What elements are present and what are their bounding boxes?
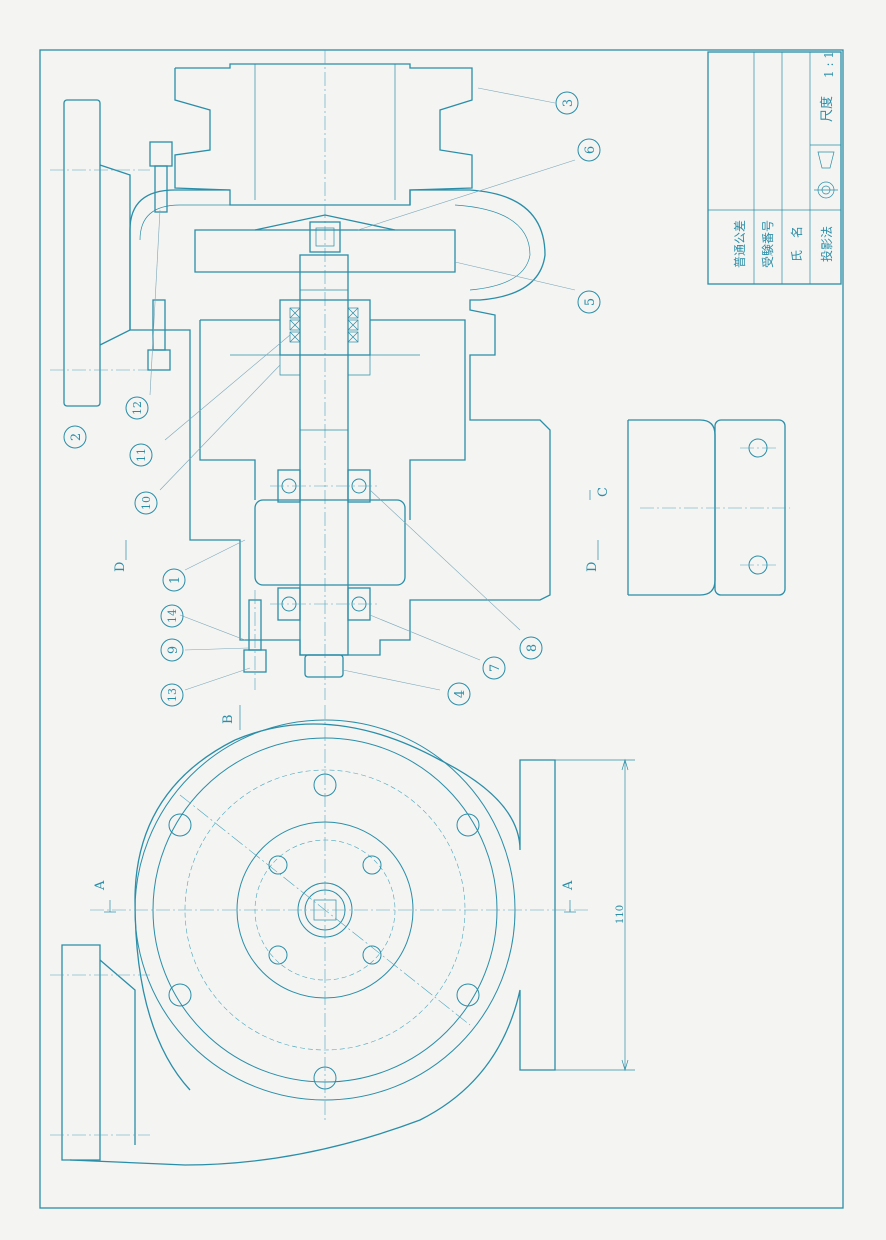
svg-text:D: D [113,562,128,572]
balloon-8: 8 [519,636,543,660]
scale-value: 1 : 1 [822,51,836,78]
title-block: 尺度 1 : 1 投影法 氏 名 受験番号 普通公差 [707,51,842,285]
section-mark-d-right: D [585,540,600,572]
name-label: 氏 名 [789,226,804,262]
leader-lines [149,87,576,691]
svg-text:11: 11 [135,448,148,462]
section-mark-b: B [221,705,241,730]
svg-text:9: 9 [166,646,181,654]
balloon-12: 12 [125,396,149,420]
balloon-10: 10 [134,491,158,515]
tolerance-label: 普通公差 [733,220,747,268]
svg-text:C: C [596,487,611,497]
svg-text:4: 4 [453,690,468,698]
svg-text:1: 1 [168,576,183,584]
balloon-5: 5 [577,290,601,314]
balloon-7: 7 [482,656,506,680]
section-mark-a-right: A [561,880,576,913]
svg-text:B: B [221,714,236,724]
balloon-3: 3 [555,91,579,115]
front-view: 110 [50,705,635,1166]
section-view [50,50,551,700]
balloons: 3 6 5 2 12 11 10 1 14 9 13 4 7 8 [63,91,601,707]
svg-text:13: 13 [166,688,179,702]
section-mark-d-left: D [113,540,128,572]
balloon-2: 2 [63,425,87,449]
drawing-border [39,49,844,1209]
svg-text:2: 2 [69,433,84,441]
balloon-13: 13 [160,683,184,707]
svg-text:14: 14 [166,609,179,623]
svg-text:7: 7 [488,664,503,672]
balloon-1: 1 [162,568,186,592]
balloon-4: 4 [447,682,471,706]
svg-text:8: 8 [525,644,540,652]
projection-symbol-icon [814,151,838,199]
balloon-6: 6 [577,138,601,162]
section-mark-a-left: A [93,880,116,913]
projection-label: 投影法 [819,226,834,262]
balloon-9: 9 [160,638,184,662]
scale-label: 尺度 [819,96,835,122]
svg-text:A: A [561,880,576,891]
id-label: 受験番号 [760,220,775,268]
svg-text:6: 6 [583,146,598,154]
foot-view [627,419,790,596]
svg-text:A: A [93,880,108,891]
dimension-value: 110 [615,905,626,924]
balloon-11: 11 [129,443,153,467]
svg-text:5: 5 [583,298,598,306]
svg-text:12: 12 [131,401,144,415]
svg-text:D: D [585,562,600,572]
section-mark-c: C [589,487,611,500]
balloon-14: 14 [160,604,184,628]
section-marks: D D C B A A [93,487,611,913]
svg-text:10: 10 [140,496,153,510]
svg-text:3: 3 [561,99,576,107]
